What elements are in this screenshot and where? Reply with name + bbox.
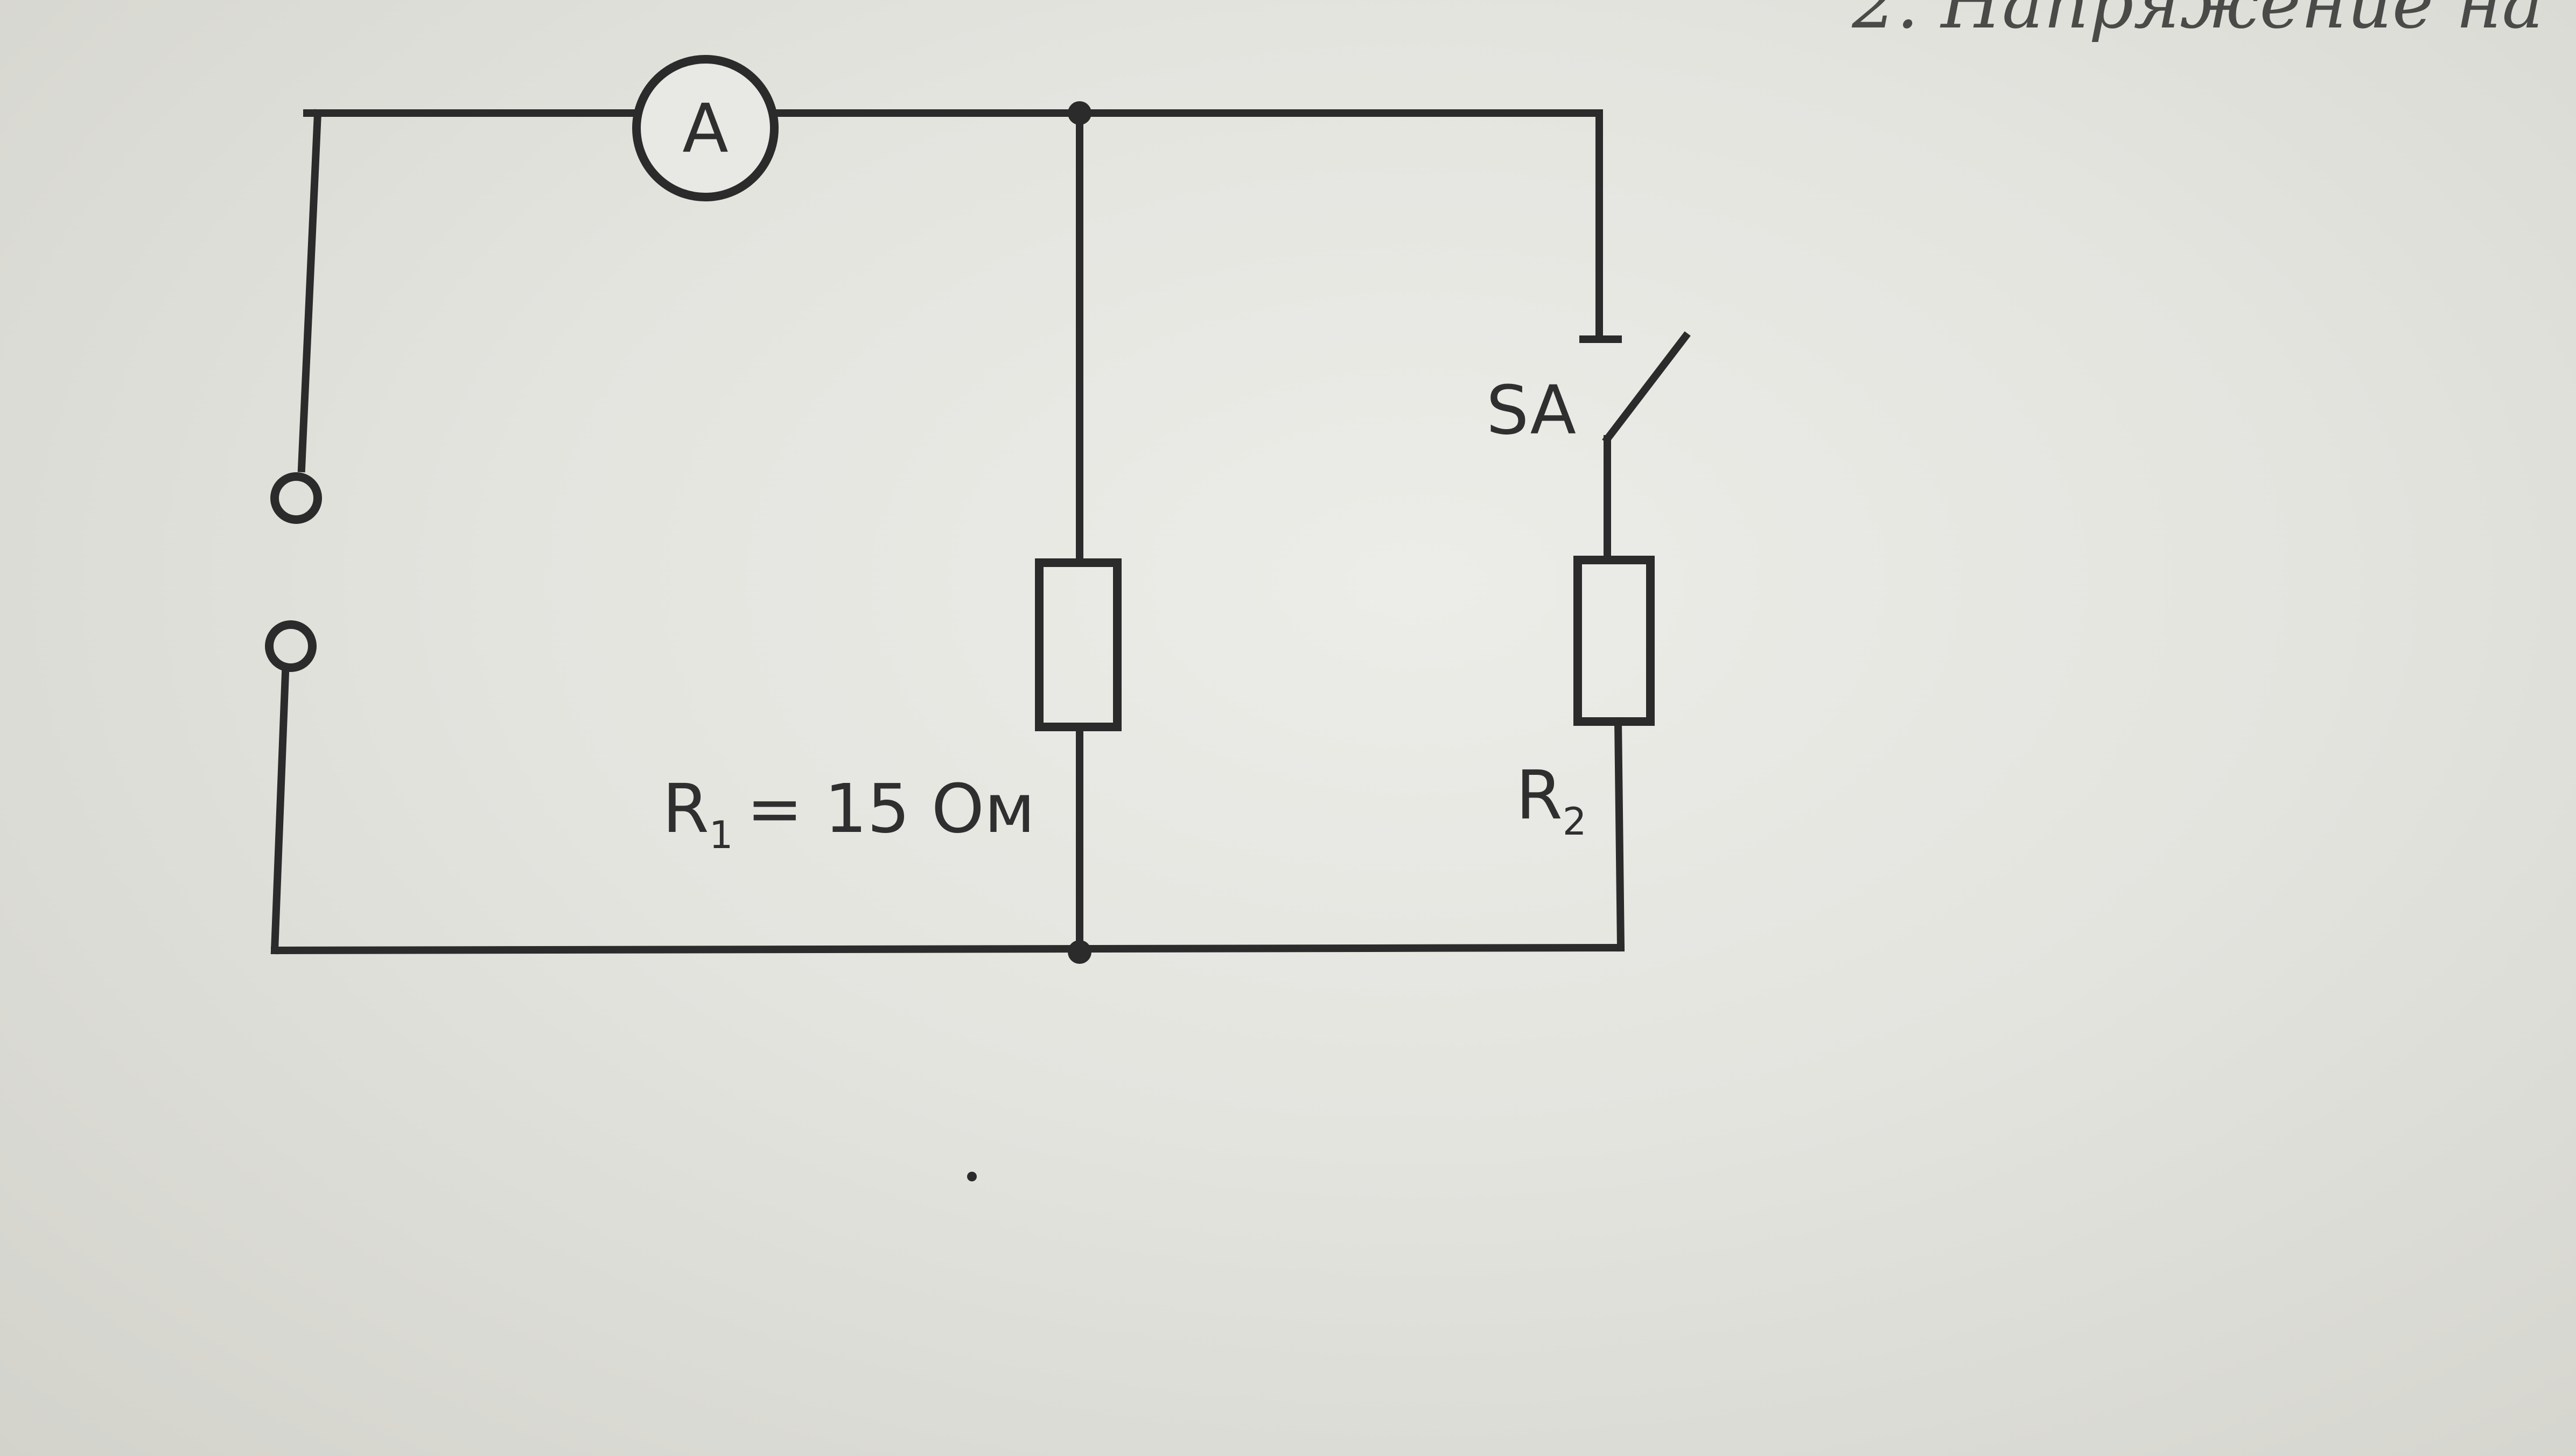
resistor-r1-value: = 15 Ом — [746, 770, 1035, 848]
page-header-fragment: 2. Напряжение на — [1852, 0, 2544, 44]
resistor-r1-label: R1 = 15 Ом — [662, 770, 1035, 857]
resistor-r1 — [1035, 558, 1122, 731]
bottom-wire — [270, 943, 1625, 955]
resistor-r2 — [1573, 556, 1655, 726]
resistor-r1-subscript: 1 — [709, 813, 733, 857]
ammeter — [632, 55, 779, 201]
ammeter-symbol: A — [682, 90, 729, 168]
resistor-r2-label: R2 — [1516, 757, 1586, 844]
resistor-r1-letter: R — [662, 770, 709, 848]
resistor-r2-letter: R — [1516, 757, 1563, 835]
top-junction — [1068, 101, 1091, 125]
resistor-r2-subscript: 2 — [1563, 800, 1587, 844]
bottom-junction — [1068, 940, 1091, 964]
switch-blade — [1602, 331, 1691, 444]
input-terminal-upper — [270, 472, 322, 524]
right-branch-lower-wire — [1614, 717, 1625, 952]
print-speck — [967, 1172, 977, 1181]
left-wire-upper — [297, 109, 322, 473]
input-terminal-lower — [265, 620, 317, 672]
switch-label: SA — [1486, 372, 1576, 450]
left-wire-lower — [270, 669, 290, 955]
